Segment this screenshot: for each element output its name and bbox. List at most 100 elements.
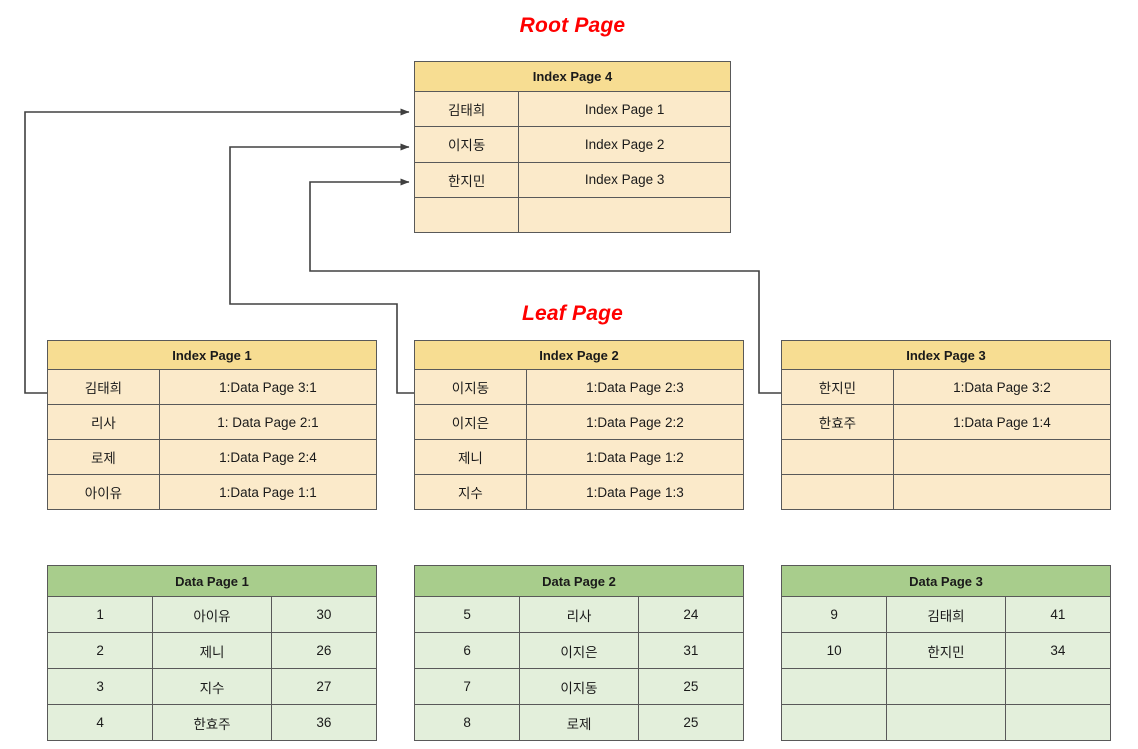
data-3-row-3-age	[1004, 704, 1112, 741]
data-3-row-1-name: 한지민	[886, 632, 1006, 669]
table-row[interactable]: 7 이지동 25	[413, 668, 745, 705]
data-2-row-1-age: 31	[637, 632, 745, 669]
data-1-row-0-id: 1	[46, 596, 154, 633]
leaf-1-row-3-pointer: 1:Data Page 1:1	[158, 474, 378, 510]
data-3-row-1-id: 10	[780, 632, 888, 669]
data-1-header: Data Page 1	[47, 565, 377, 597]
root-row-2-key: 한지민	[413, 161, 520, 198]
table-row[interactable]: 10 한지민 34	[780, 632, 1112, 669]
leaf-index-page-1-table: Index Page 1 김태희 1:Data Page 3:1 리사 1: D…	[47, 340, 378, 510]
leaf-1-row-2-key: 로제	[47, 439, 160, 475]
leaf-3-row-1-key: 한효주	[781, 404, 894, 440]
table-row[interactable]: 한지민 Index Page 3	[413, 161, 731, 198]
leaf-3-header: Index Page 3	[781, 340, 1111, 370]
leaf-page-title: Leaf Page	[521, 302, 623, 325]
table-row[interactable]: 8 로제 25	[413, 704, 745, 741]
data-2-row-0-age: 24	[637, 596, 745, 633]
data-3-row-0-age: 41	[1004, 596, 1112, 633]
table-row[interactable]: 6 이지은 31	[413, 632, 745, 669]
data-1-row-2-age: 27	[270, 668, 378, 705]
data-2-row-0-name: 리사	[519, 596, 639, 633]
leaf-index-page-3-table: Index Page 3 한지민 1:Data Page 3:2 한효주 1:D…	[781, 340, 1112, 510]
data-2-row-2-name: 이지동	[519, 668, 639, 705]
table-row[interactable]: 이지동 Index Page 2	[413, 126, 731, 163]
data-1-row-0-age: 30	[270, 596, 378, 633]
leaf-1-row-2-pointer: 1:Data Page 2:4	[158, 439, 378, 475]
table-row[interactable]: 김태희 Index Page 1	[413, 91, 731, 128]
table-row[interactable]: 한지민 1:Data Page 3:2	[781, 369, 1112, 405]
table-row[interactable]: 3 지수 27	[46, 668, 378, 705]
table-header-row: Index Page 3	[781, 340, 1111, 370]
leaf-1-row-0-key: 김태희	[47, 369, 160, 405]
data-3-row-2-id	[780, 668, 888, 705]
table-row[interactable]: 이지동 1:Data Page 2:3	[414, 369, 745, 405]
data-2-row-2-age: 25	[637, 668, 745, 705]
data-3-row-1-age: 34	[1004, 632, 1112, 669]
table-row[interactable]: 한효주 1:Data Page 1:4	[781, 404, 1112, 440]
leaf-2-header: Index Page 2	[414, 340, 744, 370]
data-2-row-3-age: 25	[637, 704, 745, 741]
root-page-header: Index Page 4	[414, 60, 731, 93]
table-row[interactable]: 제니 1:Data Page 1:2	[414, 439, 745, 475]
data-page-1-table: Data Page 1 1 아이유 30 2 제니 26 3 지수 27 4 한…	[46, 565, 378, 741]
leaf-2-row-1-key: 이지은	[414, 404, 527, 440]
table-row-empty[interactable]	[780, 668, 1112, 705]
root-index-page-table: Index Page 4 김태희 Index Page 1 이지동 Index …	[413, 60, 731, 234]
data-2-row-1-id: 6	[413, 632, 521, 669]
table-header-row: Index Page 1	[47, 340, 377, 370]
data-1-row-1-name: 제니	[152, 632, 272, 669]
table-header-row: Data Page 1	[47, 565, 377, 597]
table-row-empty[interactable]	[413, 196, 731, 234]
table-header-row: Index Page 2	[414, 340, 744, 370]
data-3-header: Data Page 3	[781, 565, 1111, 597]
data-3-row-3-id	[780, 704, 888, 741]
table-header-row: Data Page 2	[414, 565, 744, 597]
data-1-row-2-id: 3	[46, 668, 154, 705]
leaf-2-row-2-pointer: 1:Data Page 1:2	[525, 439, 745, 475]
root-row-1-key: 이지동	[413, 126, 520, 163]
data-2-row-0-id: 5	[413, 596, 521, 633]
table-row[interactable]: 4 한효주 36	[46, 704, 378, 741]
leaf-1-row-0-pointer: 1:Data Page 3:1	[158, 369, 378, 405]
data-2-row-2-id: 7	[413, 668, 521, 705]
table-row[interactable]: 리사 1: Data Page 2:1	[47, 404, 378, 440]
root-row-3-pointer	[518, 196, 731, 234]
data-1-row-3-id: 4	[46, 704, 154, 741]
table-row[interactable]: 지수 1:Data Page 1:3	[414, 474, 745, 510]
data-3-row-0-id: 9	[780, 596, 888, 633]
leaf-3-row-3-pointer	[892, 474, 1112, 510]
table-row[interactable]: 5 리사 24	[413, 596, 745, 633]
table-row[interactable]: 9 김태희 41	[780, 596, 1112, 633]
leaf-2-row-1-pointer: 1:Data Page 2:2	[525, 404, 745, 440]
leaf-2-row-3-key: 지수	[414, 474, 527, 510]
leaf-2-row-3-pointer: 1:Data Page 1:3	[525, 474, 745, 510]
data-2-row-3-name: 로제	[519, 704, 639, 741]
table-row[interactable]: 아이유 1:Data Page 1:1	[47, 474, 378, 510]
root-page-title: Root Page	[519, 14, 626, 37]
leaf-1-row-3-key: 아이유	[47, 474, 160, 510]
data-2-row-3-id: 8	[413, 704, 521, 741]
table-row[interactable]: 1 아이유 30	[46, 596, 378, 633]
data-1-row-1-id: 2	[46, 632, 154, 669]
table-row[interactable]: 김태희 1:Data Page 3:1	[47, 369, 378, 405]
table-row-empty[interactable]	[781, 439, 1112, 475]
leaf-2-row-0-key: 이지동	[414, 369, 527, 405]
table-row[interactable]: 로제 1:Data Page 2:4	[47, 439, 378, 475]
table-row[interactable]: 이지은 1:Data Page 2:2	[414, 404, 745, 440]
table-row-empty[interactable]	[780, 704, 1112, 741]
data-1-row-3-age: 36	[270, 704, 378, 741]
data-3-row-2-name	[886, 668, 1006, 705]
leaf-3-row-2-key	[781, 439, 894, 475]
leaf-3-row-3-key	[781, 474, 894, 510]
data-page-2-table: Data Page 2 5 리사 24 6 이지은 31 7 이지동 25 8 …	[413, 565, 745, 741]
data-2-row-1-name: 이지은	[519, 632, 639, 669]
root-row-3-key	[413, 196, 520, 234]
table-row-empty[interactable]	[781, 474, 1112, 510]
data-1-row-2-name: 지수	[152, 668, 272, 705]
leaf-1-row-1-pointer: 1: Data Page 2:1	[158, 404, 378, 440]
table-row[interactable]: 2 제니 26	[46, 632, 378, 669]
table-header-row: Index Page 4	[414, 60, 731, 93]
data-3-row-3-name	[886, 704, 1006, 741]
root-row-0-pointer: Index Page 1	[518, 91, 731, 128]
